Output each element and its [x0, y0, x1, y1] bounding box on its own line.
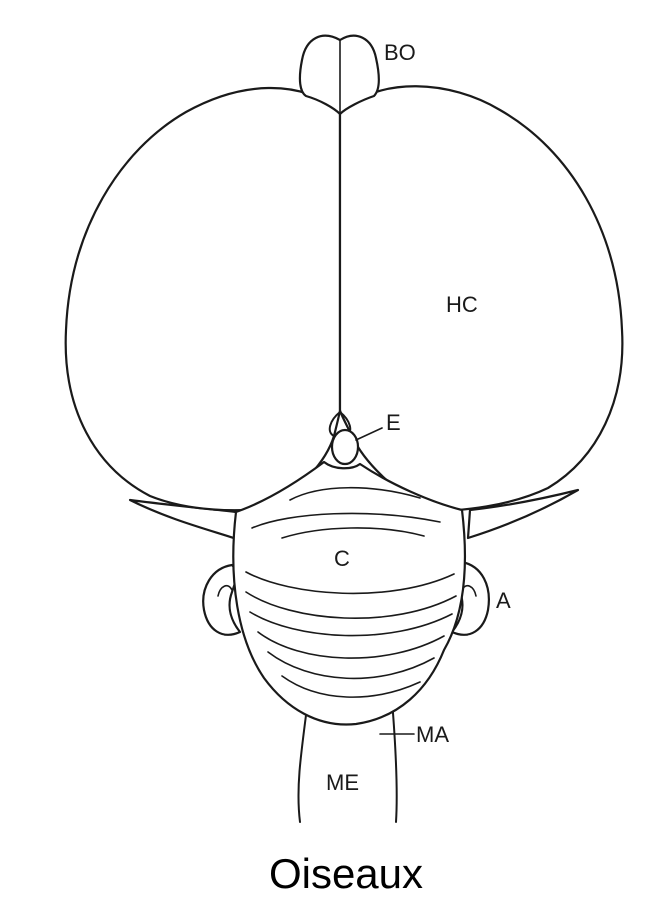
label-e: E: [386, 410, 401, 435]
label-me: ME: [326, 770, 359, 795]
caption: Oiseaux: [269, 850, 423, 897]
cerebral-hemisphere-left: [66, 88, 340, 510]
label-bo: BO: [384, 40, 416, 65]
label-a: A: [496, 588, 511, 613]
label-hc: HC: [446, 292, 478, 317]
label-c: C: [334, 546, 350, 571]
label-ma: MA: [416, 722, 449, 747]
cerebellum: [233, 462, 465, 725]
cerebral-hemisphere-right: [340, 86, 622, 510]
